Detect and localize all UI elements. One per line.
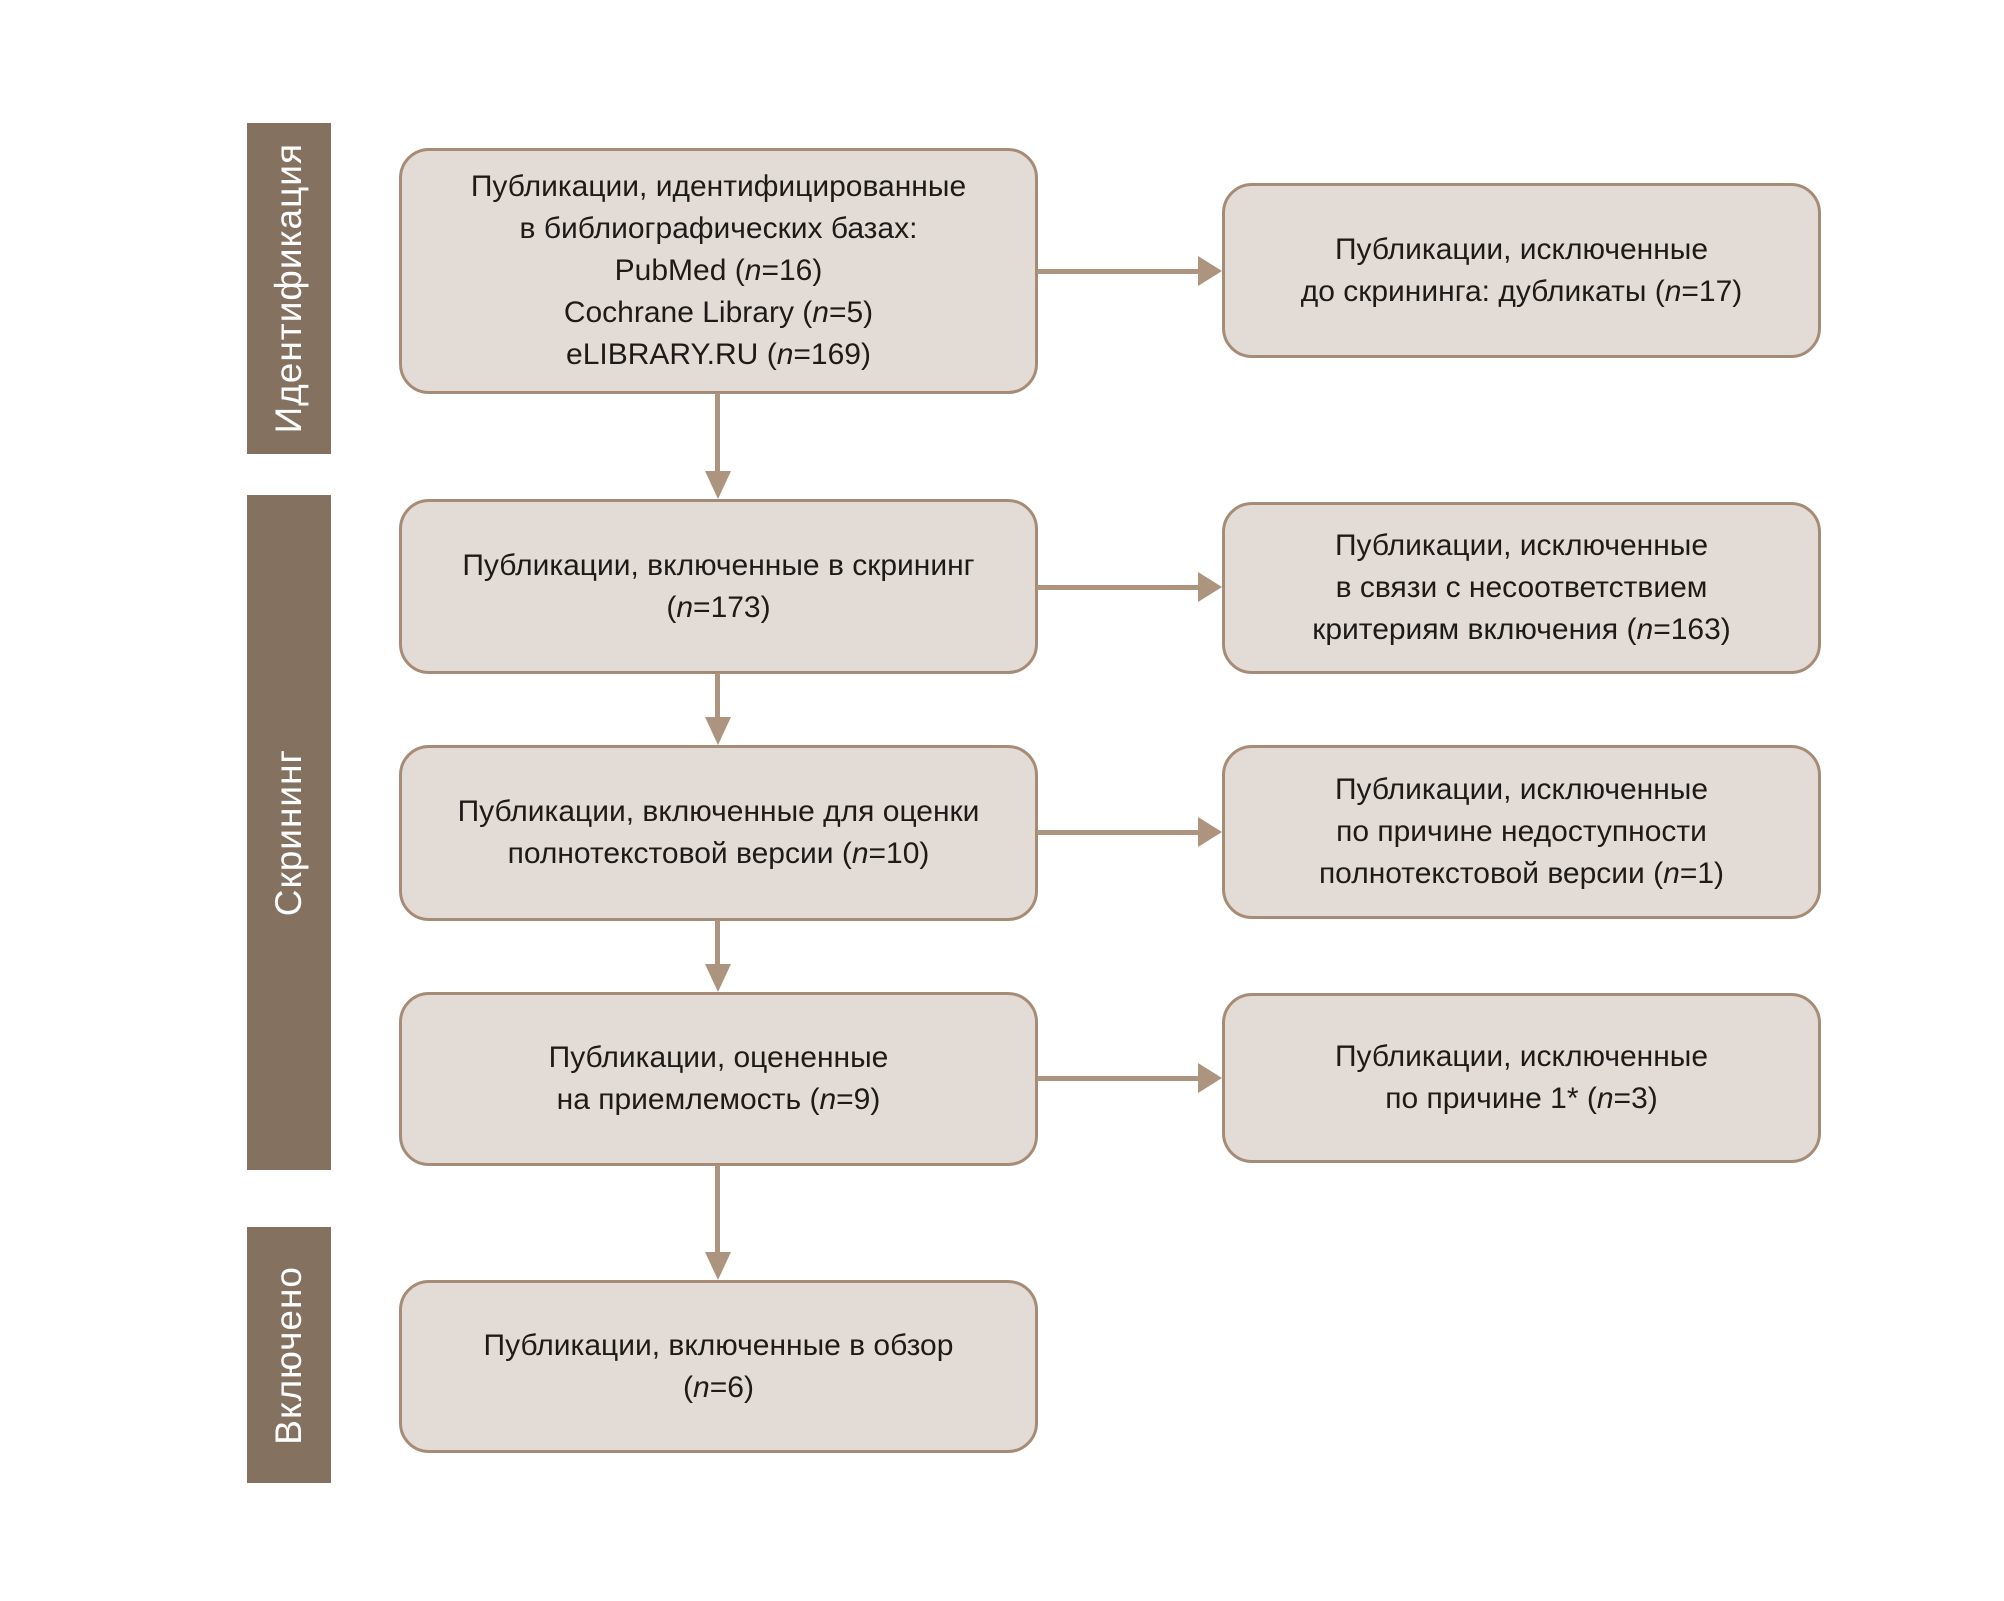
box-screening-included: Публикации, включенные в скрининг(n=173) [399,499,1038,674]
arrow-head-right-icon [1198,572,1222,602]
arrow-down-fulltext-to-eligibility [705,920,731,992]
arrow-head-down-icon [705,1252,731,1280]
arrow-shaft [1037,830,1200,835]
arrow-head-down-icon [705,964,731,992]
arrow-shaft [715,1165,720,1254]
stage-label-screening: Скрининг [268,748,309,917]
arrow-shaft [1037,585,1200,590]
arrow-right-to-excluded-reason-1 [1037,1063,1222,1093]
box-review-included: Публикации, включенные в обзор(n=6) [399,1280,1038,1453]
arrow-right-to-excluded-criteria [1037,572,1222,602]
stage-bar-screening: Скрининг [247,495,331,1170]
arrow-shaft [1037,269,1200,274]
arrow-right-to-excluded-duplicates [1037,256,1222,286]
arrow-head-right-icon [1198,1063,1222,1093]
stage-label-identification: Идентификация [268,143,309,434]
arrow-down-identified-to-screening [705,393,731,499]
stage-bar-included: Включено [247,1227,331,1483]
arrow-shaft [715,920,720,966]
arrow-down-eligibility-to-review [705,1165,731,1280]
stage-label-included: Включено [268,1265,309,1445]
stage-bar-identification: Идентификация [247,123,331,454]
arrow-head-down-icon [705,717,731,745]
arrow-right-to-excluded-fulltext-unavailable [1037,817,1222,847]
arrow-down-screening-to-fulltext [705,673,731,745]
arrow-head-right-icon [1198,256,1222,286]
arrow-head-down-icon [705,471,731,499]
arrow-shaft [715,673,720,719]
arrow-head-right-icon [1198,817,1222,847]
arrow-shaft [1037,1076,1200,1081]
arrow-shaft [715,393,720,473]
